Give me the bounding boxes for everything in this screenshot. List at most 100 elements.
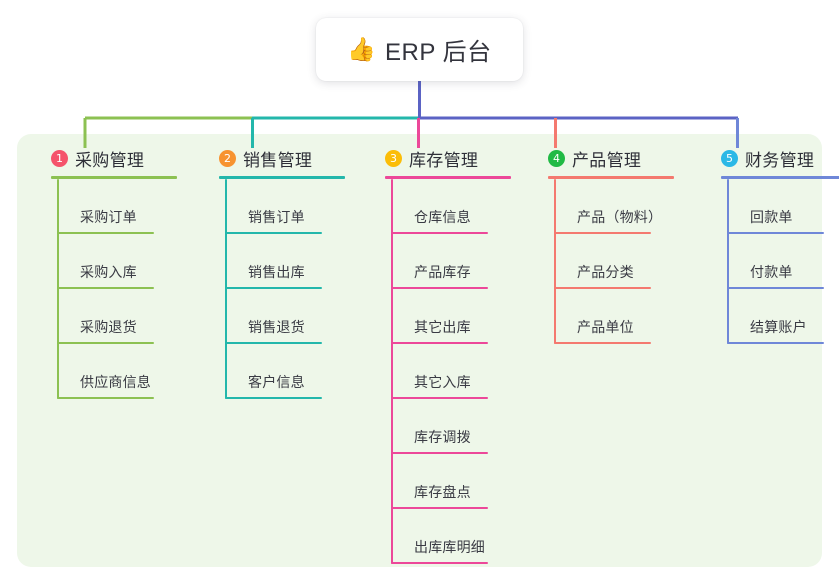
- list-item[interactable]: 产品单位: [554, 289, 687, 344]
- list-item-label: 回款单: [750, 209, 793, 225]
- list-item[interactable]: 客户信息: [225, 344, 358, 399]
- column-spine: [727, 179, 729, 344]
- column-badge-icon: 3: [385, 149, 402, 167]
- column-badge-icon: 2: [219, 149, 236, 167]
- root-node-card[interactable]: 👍 ERP 后台: [316, 18, 523, 81]
- list-item-label: 销售出库: [248, 264, 305, 280]
- column-underline: [219, 176, 345, 179]
- list-item-label: 出库库明细: [414, 539, 485, 555]
- column-header-4[interactable]: 4 产品管理: [527, 145, 687, 171]
- list-item-label: 其它入库: [414, 374, 471, 390]
- column-title: 销售管理: [243, 150, 313, 170]
- list-item-underline: [57, 287, 154, 289]
- list-item-underline: [57, 342, 154, 344]
- list-item-underline: [554, 232, 651, 234]
- page-title: ERP 后台: [385, 39, 492, 66]
- list-item-underline: [391, 562, 488, 564]
- list-item-label: 供应商信息: [80, 374, 151, 390]
- column-underline: [51, 176, 177, 179]
- list-item-label: 库存调拨: [414, 429, 471, 445]
- column-item-list: 产品（物料） 产品分类产品单位: [554, 179, 687, 344]
- list-item-label: 采购退货: [80, 319, 137, 335]
- list-item-label: 付款单: [750, 264, 793, 280]
- column-item-list: 采购订单采购入库采购退货供应商信息: [57, 179, 190, 399]
- list-item[interactable]: 其它入库: [391, 344, 524, 399]
- list-item-label: 产品库存: [414, 264, 471, 280]
- column-4: 4 产品管理产品（物料） 产品分类产品单位: [527, 145, 687, 344]
- column-spine: [554, 179, 556, 344]
- list-item-underline: [57, 397, 154, 399]
- column-badge-icon: 5: [721, 149, 738, 167]
- column-item-list: 销售订单销售出库销售退货客户信息: [225, 179, 358, 399]
- column-header-2[interactable]: 2 销售管理: [198, 145, 358, 171]
- column-header-1[interactable]: 1 采购管理: [30, 145, 190, 171]
- list-item-label: 客户信息: [248, 374, 305, 390]
- list-item-underline: [727, 342, 824, 344]
- column-spine: [391, 179, 393, 564]
- list-item[interactable]: 采购退货: [57, 289, 190, 344]
- column-spine: [57, 179, 59, 399]
- list-item-label: 结算账户: [750, 319, 807, 335]
- list-item[interactable]: 库存盘点: [391, 454, 524, 509]
- list-item-underline: [391, 232, 488, 234]
- list-item-underline: [225, 397, 322, 399]
- column-title: 采购管理: [75, 150, 145, 170]
- column-2: 2 销售管理销售订单销售出库销售退货客户信息: [198, 145, 358, 399]
- list-item-label: 采购订单: [80, 209, 137, 225]
- list-item-underline: [391, 342, 488, 344]
- list-item-label: 产品（物料）: [577, 209, 663, 225]
- list-item-underline: [727, 287, 824, 289]
- column-underline: [385, 176, 511, 179]
- column-spine: [225, 179, 227, 399]
- list-item[interactable]: 采购入库: [57, 234, 190, 289]
- list-item[interactable]: 付款单: [727, 234, 839, 289]
- list-item[interactable]: 产品分类: [554, 234, 687, 289]
- list-item-label: 库存盘点: [414, 484, 471, 500]
- diagram-panel: [17, 134, 822, 567]
- column-underline: [721, 176, 839, 179]
- list-item[interactable]: 其它出库: [391, 289, 524, 344]
- list-item[interactable]: 产品库存: [391, 234, 524, 289]
- list-item[interactable]: 库存调拨: [391, 399, 524, 454]
- column-header-5[interactable]: 5 财务管理: [700, 145, 839, 171]
- list-item[interactable]: 销售出库: [225, 234, 358, 289]
- list-item-underline: [391, 507, 488, 509]
- list-item-underline: [225, 342, 322, 344]
- list-item-label: 销售退货: [248, 319, 305, 335]
- list-item-underline: [391, 287, 488, 289]
- list-item-label: 采购入库: [80, 264, 137, 280]
- column-item-list: 仓库信息产品库存其它出库其它入库库存调拨库存盘点出库库明细: [391, 179, 524, 564]
- column-badge-icon: 4: [548, 149, 565, 167]
- column-title: 财务管理: [745, 150, 815, 170]
- list-item-underline: [57, 232, 154, 234]
- list-item-underline: [727, 232, 824, 234]
- list-item[interactable]: 出库库明细: [391, 509, 524, 564]
- column-3: 3 库存管理仓库信息产品库存其它出库其它入库库存调拨库存盘点出库库明细: [364, 145, 524, 564]
- list-item[interactable]: 采购订单: [57, 179, 190, 234]
- list-item[interactable]: 回款单: [727, 179, 839, 234]
- list-item[interactable]: 产品（物料）: [554, 179, 687, 234]
- list-item-label: 其它出库: [414, 319, 471, 335]
- list-item[interactable]: 销售订单: [225, 179, 358, 234]
- thumbs-up-icon: 👍: [347, 35, 377, 62]
- list-item-underline: [391, 452, 488, 454]
- column-badge-icon: 1: [51, 149, 68, 167]
- column-title: 产品管理: [572, 150, 642, 170]
- list-item[interactable]: 供应商信息: [57, 344, 190, 399]
- column-underline: [548, 176, 674, 179]
- list-item-label: 销售订单: [248, 209, 305, 225]
- list-item-underline: [225, 232, 322, 234]
- list-item-underline: [391, 397, 488, 399]
- list-item[interactable]: 销售退货: [225, 289, 358, 344]
- column-1: 1 采购管理采购订单采购入库采购退货供应商信息: [30, 145, 190, 399]
- list-item-label: 仓库信息: [414, 209, 471, 225]
- list-item-underline: [554, 342, 651, 344]
- list-item-underline: [225, 287, 322, 289]
- column-title: 库存管理: [409, 150, 479, 170]
- column-header-3[interactable]: 3 库存管理: [364, 145, 524, 171]
- list-item[interactable]: 仓库信息: [391, 179, 524, 234]
- list-item[interactable]: 结算账户: [727, 289, 839, 344]
- list-item-label: 产品单位: [577, 319, 634, 335]
- column-item-list: 回款单付款单结算账户: [727, 179, 839, 344]
